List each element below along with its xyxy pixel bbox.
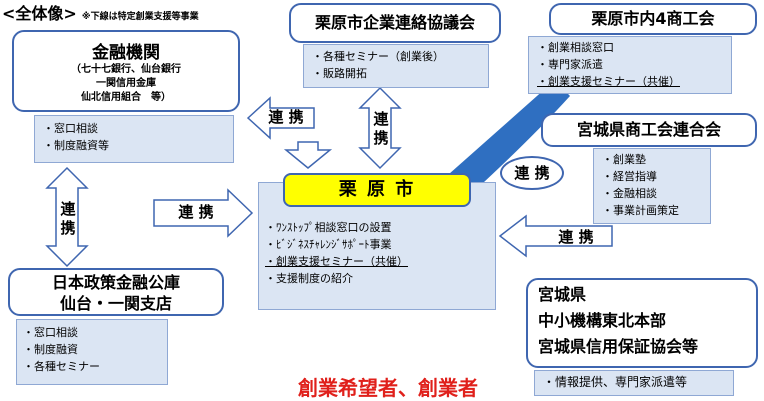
finance-sub-2: 一関信用金庫 xyxy=(96,78,156,89)
finance-sub-3: 仙北信用組合 等） xyxy=(81,92,171,103)
pref-chamber-title: 宮城県商工会連合会 xyxy=(576,120,721,139)
finance-item-2: ・制度融資等 xyxy=(43,139,109,152)
link-label-council-city: 連 携 xyxy=(371,110,391,148)
jfc-item-3: ・各種セミナー xyxy=(23,360,100,373)
link-label-pref-city: 連 携 xyxy=(558,228,594,246)
link-label-chamber-oval: 連 携 xyxy=(500,156,564,190)
council-item-1: ・各種セミナー（創業後） xyxy=(312,50,444,63)
city-item-3: ・創業支援セミナー（共催） xyxy=(265,255,408,268)
city-item-2: ・ﾋﾞｼﾞﾈｽﾁｬﾚﾝｼﾞｻﾎﾟｰﾄ事業 xyxy=(265,238,392,251)
city-panel: 栗 原 市 ・ﾜﾝｽﾄｯﾌﾟ相談窓口の設置 ・ﾋﾞｼﾞﾈｽﾁｬﾚﾝｼﾞｻﾎﾟｰﾄ… xyxy=(258,173,496,310)
finance-sub-1: （七十七銀行、仙台銀行 xyxy=(71,64,181,75)
finance-title: 金融機関 xyxy=(92,43,160,63)
arrow-vertical-finance-jfc xyxy=(45,166,89,268)
arrow-right-city xyxy=(153,188,254,238)
chambers4-panel: ・創業相談窓口 ・専門家派遣 ・創業支援セミナー（共催） xyxy=(528,36,732,94)
link-char-3: 連 xyxy=(60,200,76,218)
jfc-box: 日本政策金融公庫 仙台・一関支店 xyxy=(8,268,224,316)
pref-chamber-item-4: ・事業計画策定 xyxy=(602,204,679,217)
chambers4-item-3: ・創業支援セミナー（共催） xyxy=(537,75,680,88)
pref-item-1: ・情報提供、専門家派遣等 xyxy=(543,375,688,389)
link-label-finance-jfc: 連 携 xyxy=(58,200,78,238)
finance-box: 金融機関 （七十七銀行、仙台銀行 一関信用金庫 仙北信用組合 等） xyxy=(12,30,240,112)
city-item-1: ・ﾜﾝｽﾄｯﾌﾟ相談窓口の設置 xyxy=(265,221,392,234)
council-box: 栗原市企業連絡協議会 xyxy=(289,3,501,43)
council-item-2: ・販路開拓 xyxy=(312,67,367,80)
jfc-title-2: 仙台・一関支店 xyxy=(59,294,172,313)
chambers4-box: 栗原市内4商工会 xyxy=(549,3,757,35)
pref-chamber-item-2: ・経営指導 xyxy=(602,170,657,183)
link-char-1: 連 xyxy=(373,110,389,128)
arrow-left-finance xyxy=(246,96,315,140)
jfc-panel: ・窓口相談 ・制度融資 ・各種セミナー xyxy=(16,319,168,385)
link-oval-text: 連 携 xyxy=(514,164,550,182)
jfc-item-1: ・窓口相談 xyxy=(23,326,78,339)
pref-chamber-item-1: ・創業塾 xyxy=(602,153,646,166)
chambers4-item-1: ・創業相談窓口 xyxy=(537,41,614,54)
arrow-left-pref xyxy=(498,214,613,258)
pref-chamber-item-3: ・金融相談 xyxy=(602,187,657,200)
pref-chamber-box: 宮城県商工会連合会 xyxy=(541,113,757,147)
council-panel: ・各種セミナー（創業後） ・販路開拓 xyxy=(303,44,489,88)
jfc-item-2: ・制度融資 xyxy=(23,343,78,356)
link-char-4: 携 xyxy=(60,219,76,237)
pref-panel: ・情報提供、専門家派遣等 xyxy=(534,370,734,396)
link-char-2: 携 xyxy=(373,129,389,147)
arrow-down-city xyxy=(283,141,333,169)
diagram-title: <全体像> xyxy=(2,4,77,23)
pref-title-3: 宮城県信用保証協会等 xyxy=(538,337,699,356)
pref-chamber-panel: ・創業塾 ・経営指導 ・金融相談 ・事業計画策定 xyxy=(593,148,711,224)
finance-item-1: ・窓口相談 xyxy=(43,122,98,135)
council-title: 栗原市企業連絡協議会 xyxy=(314,13,475,32)
header: <全体像> ※下線は特定創業支援等事業 xyxy=(2,0,302,24)
chambers4-item-2: ・専門家派遣 xyxy=(537,58,603,71)
link-label-finance-council: 連 携 xyxy=(268,108,304,126)
chambers4-title: 栗原市内4商工会 xyxy=(591,9,715,28)
pref-title-2: 中小機構東北本部 xyxy=(538,311,667,330)
blue-curve-arrow xyxy=(440,80,570,195)
city-item-4: ・支援制度の紹介 xyxy=(265,272,353,285)
arrow-vertical-council xyxy=(358,86,402,170)
city-title: 栗 原 市 xyxy=(338,179,416,200)
link-label-jfc-city: 連 携 xyxy=(178,203,214,221)
diagram-note: ※下線は特定創業支援等事業 xyxy=(81,12,199,22)
target-audience: 創業希望者、創業者 xyxy=(298,376,478,400)
jfc-title-1: 日本政策金融公庫 xyxy=(51,273,180,292)
finance-panel: ・窓口相談 ・制度融資等 xyxy=(34,115,234,163)
pref-title-1: 宮城県 xyxy=(538,285,587,304)
city-title-box: 栗 原 市 xyxy=(283,173,471,207)
pref-box: 宮城県 中小機構東北本部 宮城県信用保証協会等 xyxy=(526,278,758,368)
